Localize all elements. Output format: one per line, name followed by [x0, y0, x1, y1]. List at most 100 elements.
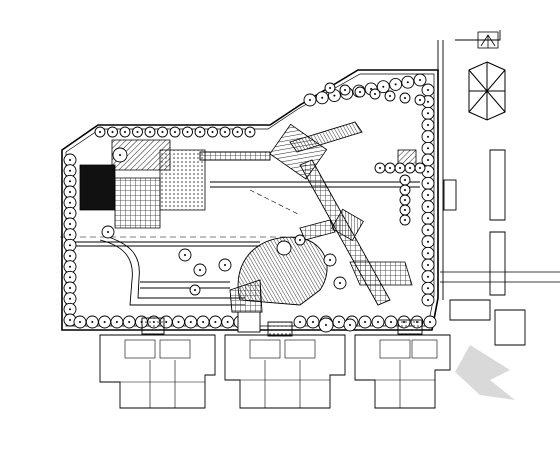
tree-trunk-dot [69, 319, 71, 321]
tree-trunk-dot [339, 282, 341, 284]
residential-buildings [99, 311, 451, 409]
tree-trunk-dot [404, 189, 406, 191]
tree-trunk-dot [427, 194, 429, 196]
tree-trunk-dot [226, 321, 229, 323]
tree-trunk-dot [427, 147, 429, 150]
tree-trunk-dot [249, 131, 251, 133]
tree-trunk-dot [427, 252, 429, 255]
tree-trunk-dot [69, 212, 71, 215]
tree-trunk-dot [427, 159, 429, 161]
tree-trunk-dot [103, 321, 106, 323]
tree-trunk-dot [427, 170, 429, 173]
tree-trunk-dot [427, 100, 429, 103]
tree-trunk-dot [427, 287, 429, 290]
tree-trunk-dot [189, 321, 192, 323]
tree-trunk-dot [299, 239, 301, 241]
tree-trunk-dot [359, 91, 361, 93]
watermark-mark [455, 345, 515, 400]
tree-trunk-dot [404, 219, 406, 221]
tree-trunk-dot [199, 269, 201, 271]
tree-trunk-dot [427, 240, 429, 243]
tree-trunk-dot [69, 244, 71, 247]
tree-trunk-dot [224, 131, 226, 133]
tree-trunk-dot [107, 231, 109, 233]
tree-trunk-dot [69, 287, 71, 289]
tree-trunk-dot [409, 167, 411, 169]
tree-trunk-dot [389, 95, 391, 97]
tree-trunk-dot [69, 255, 71, 257]
tree-trunk-dot [224, 264, 226, 266]
tree-trunk-dot [69, 265, 71, 268]
tree-trunk-dot [404, 209, 406, 211]
tree-trunk-dot [69, 297, 71, 300]
tree-trunk-dot [202, 321, 205, 323]
tree-trunk-dot [429, 321, 431, 323]
tree-trunk-dot [214, 321, 217, 323]
tree-trunk-dot [427, 135, 429, 138]
tree-trunk-dot [165, 321, 168, 323]
tree-trunk-dot [344, 89, 346, 91]
hexagonal-pavilion-symbol [468, 61, 506, 121]
tree-trunk-dot [427, 89, 429, 91]
tree-trunk-dot [149, 131, 151, 133]
tree-trunk-dot [427, 205, 429, 208]
tree-trunk-dot [394, 83, 397, 86]
tree-trunk-dot [427, 112, 429, 115]
tree-trunk-dot [69, 308, 71, 311]
central-plaza [229, 219, 336, 313]
tree-trunk-dot [69, 201, 71, 204]
tree-trunk-dot [333, 94, 336, 97]
tree-trunk-dot [389, 167, 391, 169]
tree-trunk-dot [338, 321, 340, 323]
tree-trunk-dot [377, 321, 379, 323]
tree-trunk-dot [99, 131, 101, 133]
tree-trunk-dot [69, 223, 71, 225]
tree-trunk-dot [69, 276, 71, 279]
tree-trunk-dot [128, 321, 131, 323]
tree-trunk-dot [427, 217, 429, 220]
tree-trunk-dot [406, 81, 409, 84]
tree-trunk-dot [174, 131, 176, 133]
tree-trunk-dot [321, 96, 324, 99]
tree-trunk-dot [79, 321, 81, 323]
tree-trunk-dot [69, 169, 71, 172]
tree-trunk-dot [69, 159, 71, 161]
tree-trunk-dot [427, 275, 429, 278]
tree-trunk-dot [309, 99, 311, 101]
tree-trunk-dot [184, 254, 186, 256]
tree-trunk-dot [379, 167, 381, 169]
tree-trunk-dot [211, 131, 214, 133]
east-edge [437, 30, 560, 346]
tree-trunk-dot [91, 321, 94, 323]
tree-trunk-dot [325, 324, 327, 326]
tree-trunk-dot [69, 233, 71, 236]
tree-trunk-dot [119, 154, 121, 156]
tree-trunk-dot [427, 299, 429, 301]
tree-trunk-dot [69, 191, 71, 193]
tree-trunk-dot [390, 321, 392, 323]
tree-trunk-dot [299, 321, 301, 323]
tree-trunk-dot [382, 85, 385, 88]
tree-trunk-dot [374, 93, 376, 95]
tree-trunk-dot [69, 180, 71, 183]
tree-trunk-dot [399, 167, 401, 169]
tree-trunk-dot [404, 97, 406, 99]
tree-trunk-dot [329, 259, 331, 261]
tree-trunk-dot [161, 131, 164, 133]
tree-trunk-dot [364, 321, 366, 323]
tree-trunk-dot [404, 179, 406, 181]
tree-trunk-dot [177, 321, 180, 323]
tree-trunk-dot [419, 167, 421, 169]
tree-trunk-dot [427, 182, 429, 185]
tree-trunk-dot [136, 131, 139, 133]
tree-trunk-dot [419, 99, 421, 101]
tree-trunk-dot [236, 131, 239, 133]
tree-trunk-dot [199, 131, 201, 133]
tree-trunk-dot [427, 124, 429, 126]
tree-trunk-dot [186, 131, 189, 133]
tree-trunk-dot [370, 87, 373, 90]
tree-trunk-dot [194, 289, 196, 291]
tree-trunk-dot [115, 321, 118, 323]
tree-trunk-dot [124, 131, 126, 133]
